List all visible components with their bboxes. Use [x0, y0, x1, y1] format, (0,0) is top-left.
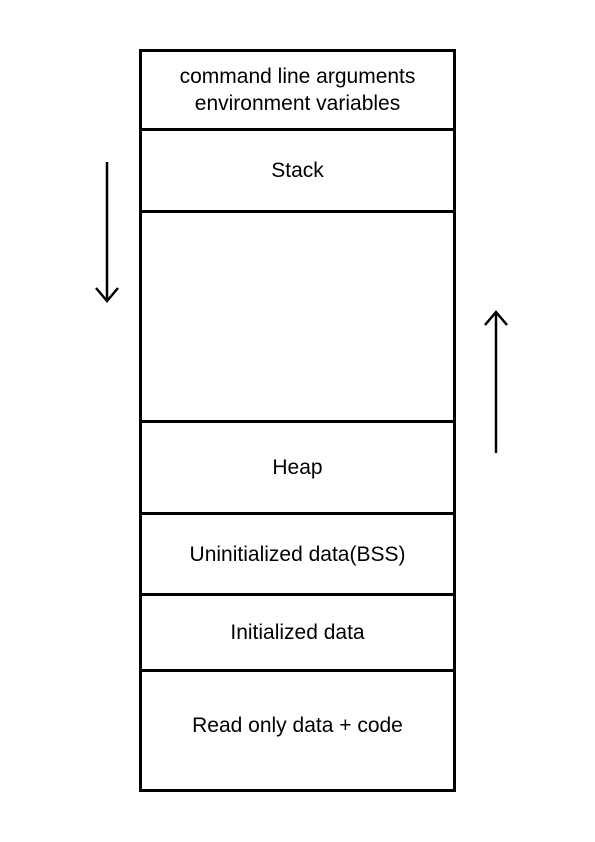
segment-heap-label: Heap [272, 456, 323, 479]
segment-read-only: Read only data + code [142, 669, 453, 789]
segment-read-only-label: Read only data + code [192, 714, 403, 737]
segment-args-env: command line arguments environment varia… [142, 52, 453, 128]
arrow-up-icon [484, 310, 508, 453]
memory-layout-diagram: command line arguments environment varia… [139, 49, 456, 792]
segment-stack: Stack [142, 128, 453, 210]
segment-bss: Uninitialized data(BSS) [142, 512, 453, 593]
segment-bss-label: Uninitialized data(BSS) [189, 542, 406, 566]
segment-stack-label: Stack [271, 159, 324, 182]
segment-initialized-label: Initialized data [230, 621, 365, 644]
segment-heap: Heap [142, 420, 453, 512]
segment-initialized-data: Initialized data [142, 593, 453, 669]
segment-args-label: command line arguments [179, 65, 416, 88]
segment-env-label: environment variables [194, 92, 401, 115]
arrow-down-icon [95, 162, 119, 303]
segment-free-space [142, 210, 453, 420]
